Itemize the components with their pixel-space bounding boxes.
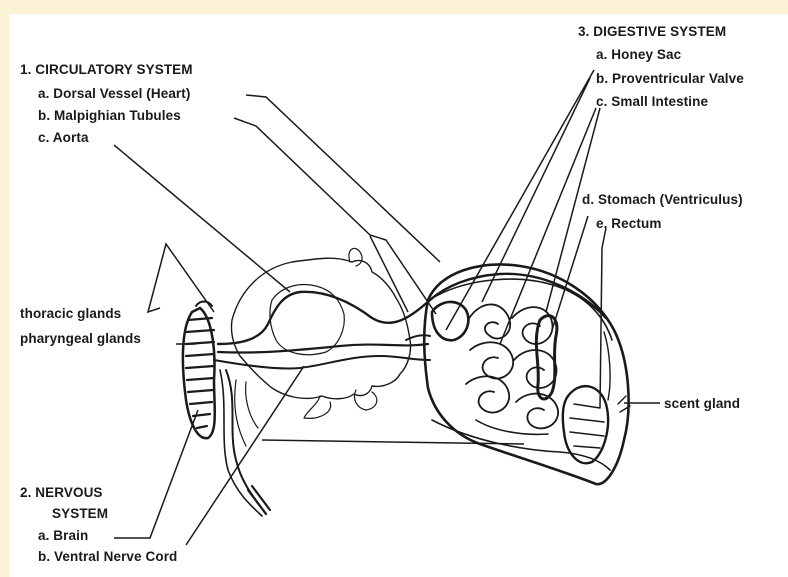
leader-stomach [552,216,588,330]
ventral-nerve-cord-label: b. Ventral Nerve Cord [38,549,177,564]
dorsal-vessel-label: a. Dorsal Vessel (Heart) [38,86,190,101]
digestive-heading: 3. DIGESTIVE SYSTEM [578,24,726,39]
brain-label: a. Brain [38,528,88,543]
circulatory-heading: 1. CIRCULATORY SYSTEM [20,62,193,77]
leader-aorta [114,145,290,292]
leader-dorsal-vessel [246,95,440,262]
abdomen [424,264,630,484]
small-intestine-label: c. Small Intestine [596,94,708,109]
leader-malpighian [234,118,436,314]
leader-ventral-cord [186,366,304,545]
ventral-nerve-cord [214,356,430,369]
scent-gland-label: scent gland [664,396,740,411]
leader-small-intestine [500,108,596,344]
thoracic-glands-label: thoracic glands [20,306,121,321]
nervous-heading-line1: 2. NERVOUS [20,485,103,500]
legs [235,380,258,446]
proventricular-valve-label: b. Proventricular Valve [596,71,744,86]
esophagus [218,344,428,353]
aorta-label: c. Aorta [38,130,89,145]
stomach-label: d. Stomach (Ventriculus) [582,192,743,207]
leader-brain [114,410,198,538]
malpighian-tubules-label: b. Malpighian Tubules [38,108,181,123]
leader-lines [114,70,660,545]
rectum-label: e. Rectum [596,216,661,231]
thorax [231,248,410,418]
pharyngeal-glands-label: pharyngeal glands [20,331,141,346]
bee-head [183,302,215,439]
honey-sac-label: a. Honey Sac [596,47,681,62]
nervous-heading-line2: SYSTEM [52,506,108,521]
